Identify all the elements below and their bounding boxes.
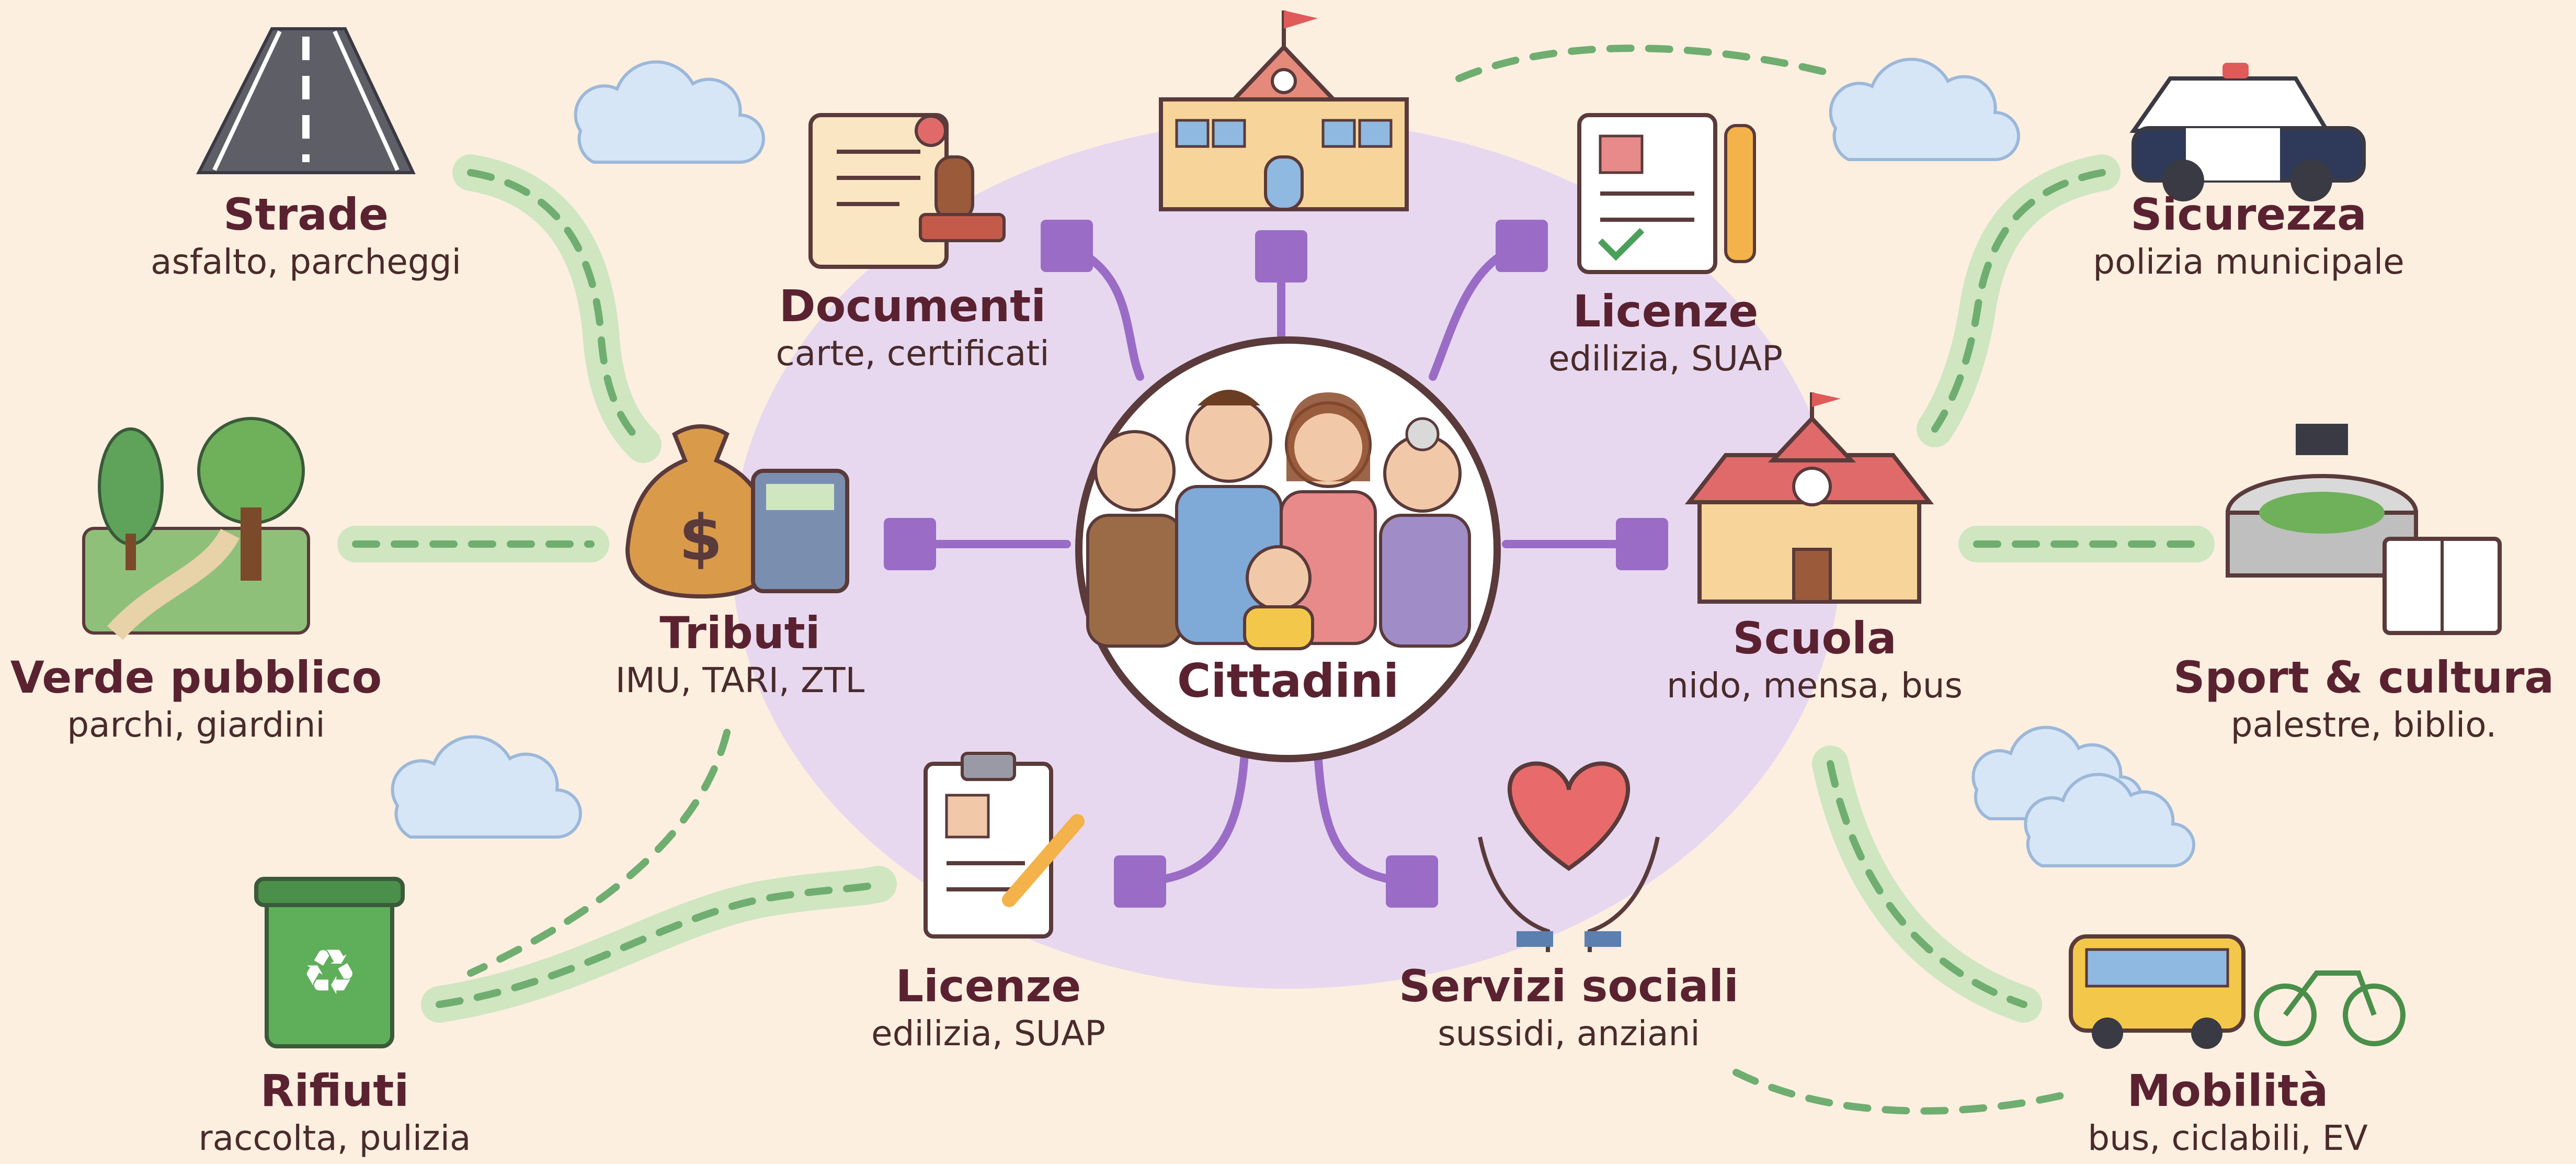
node-subtitle: nido, mensa, bus: [1666, 665, 1963, 706]
police-car-icon: [2129, 63, 2366, 201]
node-mobilita: Mobilità bus, ciclabili, EV: [2088, 1065, 2367, 1160]
bus-bicycle-icon: [2069, 934, 2406, 1049]
school-building-icon: [1684, 392, 1934, 604]
node-subtitle: raccolta, pulizia: [198, 1118, 471, 1158]
node-subtitle: sussidi, anziani: [1438, 1013, 1700, 1054]
path-rifiuti: [421, 866, 897, 1023]
node-subtitle: bus, ciclabili, EV: [2088, 1118, 2368, 1158]
heart-hands-icon: [1478, 761, 1660, 952]
node-sicurezza: Sicurezza polizia municipale: [2093, 188, 2404, 284]
connector-nodes: [884, 220, 1668, 908]
road-icon: [196, 27, 416, 174]
stadium-book-icon: [2226, 424, 2502, 635]
permit-document-pen-icon: [1577, 113, 1756, 274]
node-licenze-bottom: Licenze edilizia, SUAP: [871, 960, 1105, 1055]
document-stamp-icon: [808, 113, 1006, 269]
center-label: Cittadini: [1177, 654, 1399, 708]
node-subtitle: IMU, TARI, ZTL: [615, 660, 865, 700]
node-strade: Strade asfalto, parcheggi: [151, 188, 461, 284]
node-title: Documenti: [779, 280, 1046, 332]
clipboard-form-icon: [924, 752, 1085, 939]
node-rifiuti: Rifiuti raccolta, pulizia: [199, 1065, 471, 1160]
cloud-icon: [391, 735, 582, 839]
node-tributi: Tributi IMU, TARI, ZTL: [615, 607, 865, 702]
node-title: Verde pubblico: [10, 652, 382, 703]
node-subtitle: carte, certificati: [776, 333, 1050, 374]
node-verde-pubblico: Verde pubblico parchi, giardini: [10, 651, 382, 747]
node-subtitle: palestre, biblio.: [2230, 705, 2497, 745]
node-title: Sicurezza: [2130, 189, 2367, 240]
cloud-icon: [2024, 773, 2195, 867]
town-hall-icon: [1159, 10, 1409, 211]
svg-text:♻: ♻: [301, 936, 358, 1009]
node-title: Rifiuti: [260, 1065, 409, 1116]
node-title: Mobilità: [2127, 1065, 2329, 1116]
node-title: Licenze: [1572, 286, 1759, 337]
park-trees-icon: [82, 417, 310, 640]
node-subtitle: parchi, giardini: [67, 705, 325, 745]
node-scuola: Scuola nido, mensa, bus: [1667, 612, 1963, 707]
cloud-icon: [574, 60, 765, 164]
node-servizi-sociali: Servizi sociali sussidi, anziani: [1399, 960, 1739, 1055]
recycling-bin-icon: ♻: [254, 877, 405, 1048]
node-title: Tributi: [659, 607, 820, 659]
svg-text:$: $: [679, 502, 723, 575]
node-subtitle: edilizia, SUAP: [1548, 338, 1783, 379]
node-title: Scuola: [1732, 613, 1897, 664]
node-title: Servizi sociali: [1399, 960, 1739, 1012]
node-licenze-top: Licenze edilizia, SUAP: [1548, 285, 1783, 380]
node-subtitle: asfalto, parcheggi: [151, 242, 461, 282]
node-sport-cultura: Sport & cultura palestre, biblio.: [2173, 651, 2554, 747]
node-documenti: Documenti carte, certificati: [776, 280, 1049, 375]
node-title: Sport & cultura: [2173, 652, 2555, 703]
family-icon: [1086, 390, 1471, 650]
money-bag-calculator-icon: $: [625, 424, 849, 599]
node-subtitle: polizia municipale: [2093, 242, 2404, 282]
node-title: Strade: [223, 189, 389, 240]
clouds: [391, 58, 2195, 867]
cloud-icon: [1829, 58, 2020, 161]
node-subtitle: edilizia, SUAP: [871, 1013, 1106, 1054]
node-title: Licenze: [895, 960, 1081, 1012]
green-paths: [337, 44, 2215, 1115]
